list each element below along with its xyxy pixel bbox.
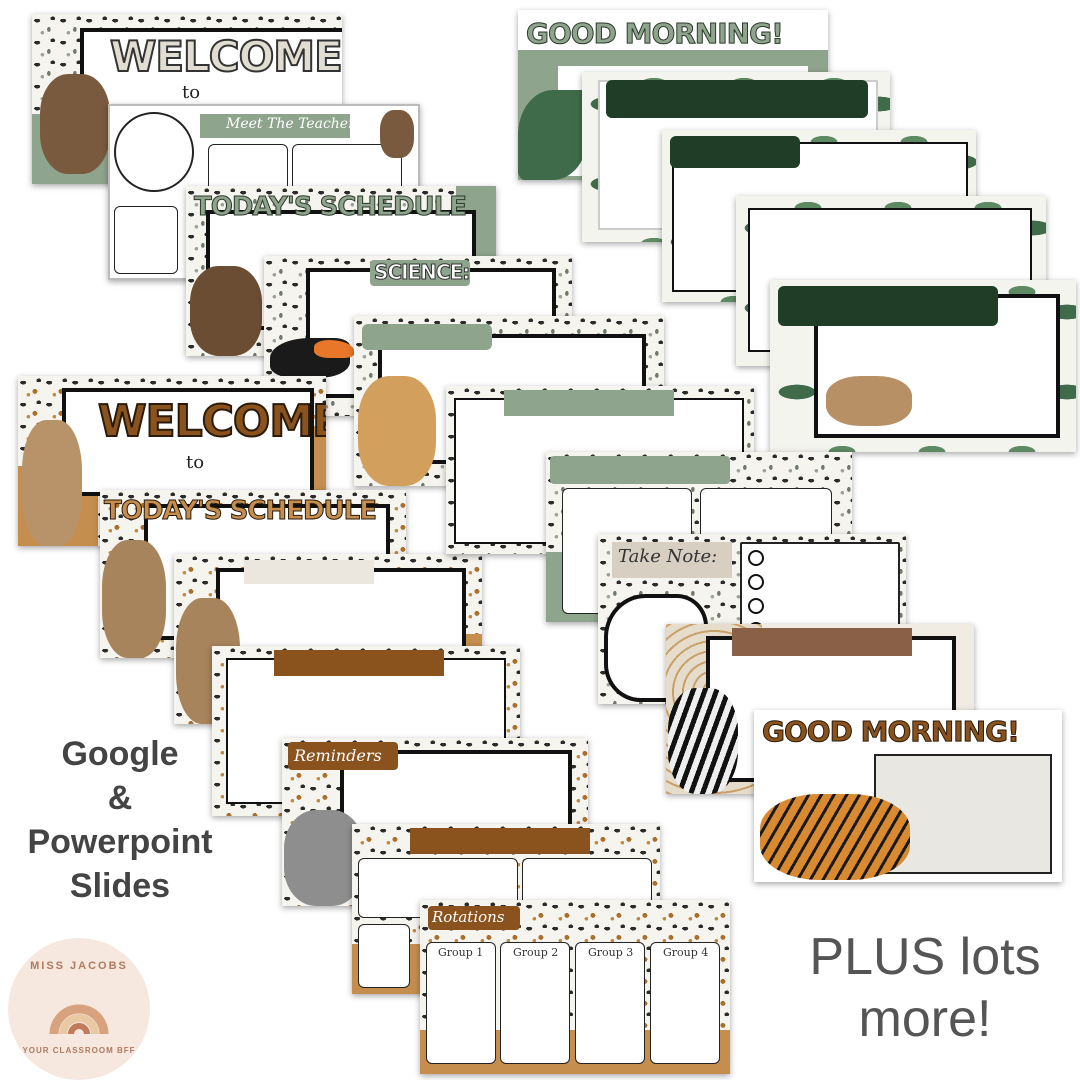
logo-top-text: MISS JACOBS [30,960,128,972]
sloth-icon [40,74,110,174]
group-label: Group 4 [663,946,709,959]
plus-more-text: PLUS lots more! [809,928,1041,1048]
title-banner [670,136,800,168]
rotation-column [575,942,645,1064]
slide-title: GOOD MORNING! [526,17,785,50]
title-banner [410,828,590,854]
sloth-icon [380,110,414,158]
slide-lion [770,280,1076,452]
title-banner [550,456,730,484]
slide-title: TODAY'S SCHEDULE [194,192,468,222]
slide-subtitle: to [182,82,201,103]
rotation-column [426,942,496,1064]
giraffe-icon [102,540,166,658]
title-banner [504,390,674,416]
rotation-column [650,942,720,1064]
slide-title: WELCOME [97,396,326,447]
title-banner [428,906,520,930]
title-banner [606,80,868,118]
title-banner [244,560,374,584]
sloth-icon [190,266,262,356]
rotation-column [500,942,570,1064]
zebra-icon [668,688,738,794]
title-banner [370,260,470,286]
title-banner [200,114,350,138]
group-label: Group 1 [438,946,484,959]
title-banner [274,650,444,676]
title-banner [288,742,398,770]
monstera-leaf-icon [518,90,588,180]
brand-logo: MISS JACOBS YOUR CLASSROOM BFF [8,938,150,1080]
slide-title: GOOD MORNING! [762,715,1021,748]
slide-rotations: Rotations Group 1 Group 2 Group 3 Group … [420,900,730,1074]
elephant-icon [284,810,364,906]
title-banner [362,324,492,350]
slide-title: WELCOME [109,32,342,81]
giraffe-icon [22,420,82,546]
photo-circle [114,112,194,192]
title-banner [778,286,998,326]
slide-title: TODAY'S SCHEDULE [104,496,378,526]
slide-title: Meet The Teacher [226,116,355,132]
logo-bottom-text: YOUR CLASSROOM BFF [22,1046,136,1055]
lion-icon [826,376,912,426]
slide-title: Take Note: [618,546,718,567]
slide-title: Reminders [294,746,382,765]
group-label: Group 3 [588,946,634,959]
slide-title: SCIENCE: [373,260,470,284]
tiger-icon [760,794,910,880]
title-banner [732,628,912,656]
slide-subtitle: to [186,452,205,473]
rainbow-icon [49,1004,109,1035]
slide-good-morning-brown: GOOD MORNING! [754,710,1062,882]
slide-title: Rotations [432,908,505,926]
group-label: Group 2 [513,946,559,959]
feature-text: Google & Powerpoint Slides [27,735,213,905]
cheetah-icon [358,376,436,486]
title-banner [612,542,732,578]
